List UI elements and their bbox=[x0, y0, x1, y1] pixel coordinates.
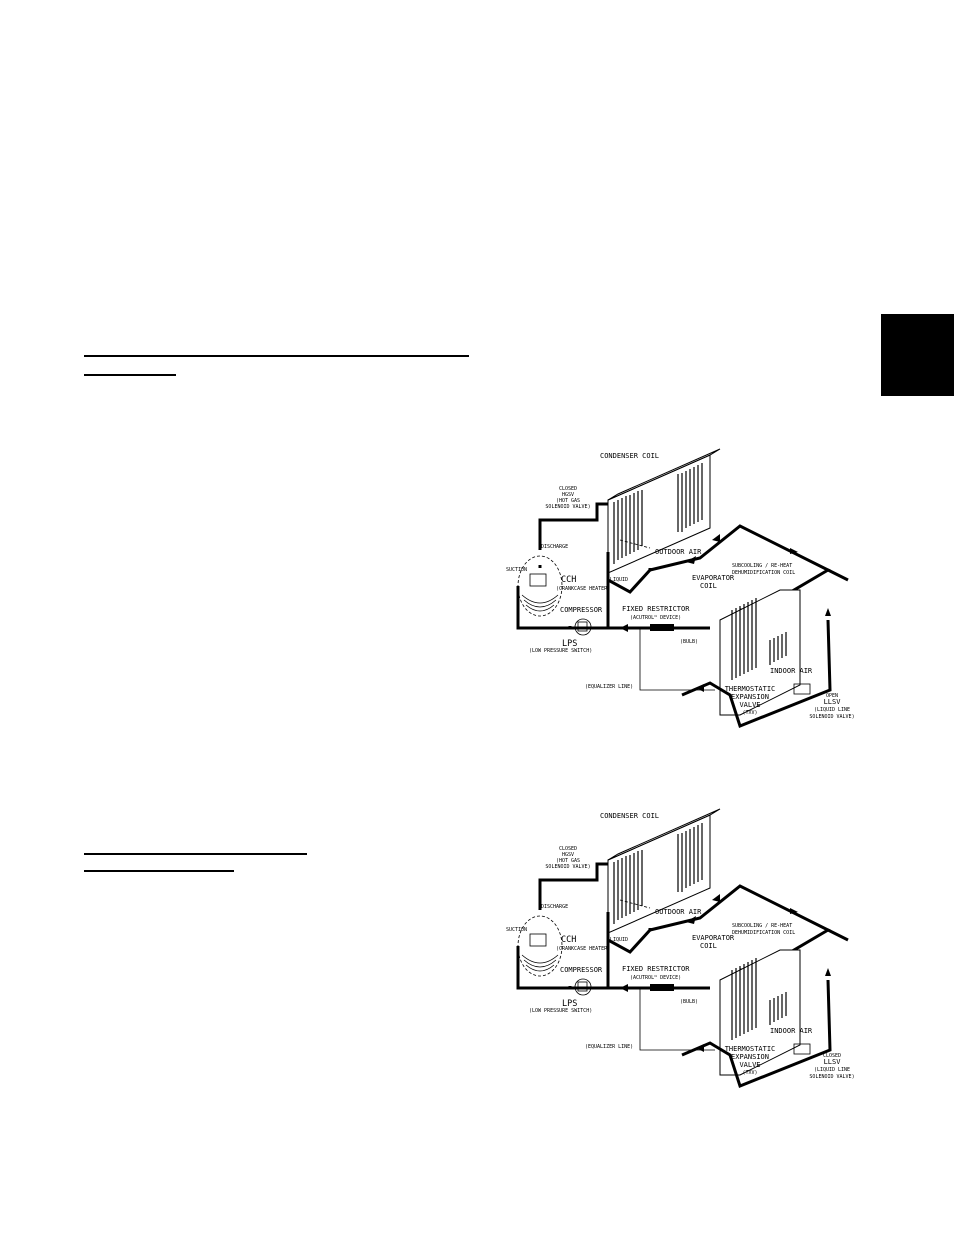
svg-text:(LIQUID LINE: (LIQUID LINE bbox=[814, 707, 850, 713]
condenser-coil-label: CONDENSER COIL bbox=[600, 452, 659, 460]
discharge-line bbox=[538, 502, 608, 568]
equalizer-label: (EQUALIZER LINE) bbox=[585, 1044, 633, 1050]
svg-text:VALVE: VALVE bbox=[739, 701, 760, 709]
cch-sub-label: (CRANKCASE HEATER) bbox=[556, 946, 610, 952]
indoor-air-label: INDOOR AIR bbox=[770, 667, 813, 675]
svg-text:CLOSED: CLOSED bbox=[559, 486, 577, 492]
svg-text:SOLENOID VALVE): SOLENOID VALVE) bbox=[809, 1074, 854, 1080]
flow-arrow bbox=[620, 984, 628, 992]
svg-text:SUBCOOLING / RE-HEAT: SUBCOOLING / RE-HEAT bbox=[732, 923, 792, 929]
cch-label: CCH bbox=[561, 575, 576, 585]
suction-label: SUCTION bbox=[506, 567, 527, 573]
svg-text:EXPANSION: EXPANSION bbox=[731, 693, 769, 701]
svg-text:THERMOSTATIC: THERMOSTATIC bbox=[725, 1045, 776, 1053]
svg-text:LLSV: LLSV bbox=[824, 698, 842, 706]
svg-text:COIL: COIL bbox=[700, 942, 717, 950]
svg-text:DEHUMIDIFICATION COIL: DEHUMIDIFICATION COIL bbox=[732, 570, 795, 576]
heading-rule-1a bbox=[84, 355, 469, 357]
txv-loop bbox=[681, 608, 832, 728]
compressor-label: COMPRESSOR bbox=[560, 966, 603, 974]
subcooling-label: SUBCOOLING / RE-HEAT DEHUMIDIFICATION CO… bbox=[732, 563, 795, 576]
evaporator-coil bbox=[719, 949, 801, 1076]
svg-text:OPEN: OPEN bbox=[826, 693, 838, 699]
heading-rule-2a bbox=[84, 853, 307, 855]
hgsv-label: CLOSED HGSV (HOT GAS SOLENOID VALVE) bbox=[545, 486, 590, 510]
fixed-restrictor-label: FIXED RESTRICTOR bbox=[622, 965, 690, 973]
refrigerant-diagram-1: CONDENSER COIL CLOSED HGSV (HOT GAS SOLE… bbox=[506, 448, 855, 728]
llsv-valve bbox=[793, 1043, 811, 1055]
evaporator-label: EVAPORATOR COIL bbox=[692, 934, 735, 950]
svg-text:DEHUMIDIFICATION COIL: DEHUMIDIFICATION COIL bbox=[732, 930, 795, 936]
svg-text:CLOSED: CLOSED bbox=[559, 846, 577, 852]
svg-text:COIL: COIL bbox=[700, 582, 717, 590]
txv-label: THERMOSTATIC EXPANSION VALVE (TXV) bbox=[725, 1045, 776, 1076]
outdoor-air-label: OUTDOOR AIR bbox=[655, 908, 702, 916]
equalizer-line bbox=[639, 628, 715, 691]
liquid-label: LIQUID bbox=[610, 937, 628, 943]
llsv-label: CLOSED LLSV (LIQUID LINE SOLENOID VALVE) bbox=[809, 1053, 854, 1080]
cch-sub-label: (CRANKCASE HEATER) bbox=[556, 586, 610, 592]
outdoor-air-arrow bbox=[619, 899, 651, 909]
flow-arrow bbox=[620, 624, 628, 632]
lps-label: LPS bbox=[562, 639, 577, 649]
fixed-restrictor-label: FIXED RESTRICTOR bbox=[622, 605, 690, 613]
svg-text:(HOT GAS: (HOT GAS bbox=[556, 858, 580, 864]
svg-text:(HOT GAS: (HOT GAS bbox=[556, 498, 580, 504]
svg-text:SUBCOOLING / RE-HEAT: SUBCOOLING / RE-HEAT bbox=[732, 563, 792, 569]
txv-label: THERMOSTATIC EXPANSION VALVE (TXV) bbox=[725, 685, 776, 716]
section-tab bbox=[881, 314, 954, 396]
fixed-restrictor bbox=[650, 624, 674, 631]
refrigerant-diagram-2: CONDENSER COIL CLOSED HGSV (HOT GAS SOLE… bbox=[506, 808, 855, 1088]
svg-text:SOLENOID VALVE): SOLENOID VALVE) bbox=[809, 714, 854, 720]
equalizer-line bbox=[639, 988, 715, 1051]
svg-text:VALVE: VALVE bbox=[739, 1061, 760, 1069]
outdoor-air-arrow bbox=[619, 539, 651, 549]
outdoor-air-label: OUTDOOR AIR bbox=[655, 548, 702, 556]
llsv-label: OPEN LLSV (LIQUID LINE SOLENOID VALVE) bbox=[809, 693, 854, 720]
evaporator-coil bbox=[719, 589, 801, 716]
svg-text:(LIQUID LINE: (LIQUID LINE bbox=[814, 1067, 850, 1073]
evaporator-label: EVAPORATOR COIL bbox=[692, 574, 735, 590]
condenser-coil bbox=[607, 448, 721, 574]
lps-sub-label: (LOW PRESSURE SWITCH) bbox=[529, 1008, 592, 1014]
svg-text:(TXV): (TXV) bbox=[742, 1070, 757, 1076]
heading-rule-1b bbox=[84, 374, 176, 376]
svg-text:EXPANSION: EXPANSION bbox=[731, 1053, 769, 1061]
lps-label: LPS bbox=[562, 999, 577, 1009]
indoor-air-label: INDOOR AIR bbox=[770, 1027, 813, 1035]
heading-rule-2b bbox=[84, 870, 234, 872]
bulb-label: (BULB) bbox=[680, 999, 698, 1005]
discharge-label: DISCHARGE bbox=[541, 904, 568, 910]
discharge-line bbox=[538, 862, 608, 910]
cch-label: CCH bbox=[561, 935, 576, 945]
subcooling-label: SUBCOOLING / RE-HEAT DEHUMIDIFICATION CO… bbox=[732, 923, 795, 936]
lps-sub-label: (LOW PRESSURE SWITCH) bbox=[529, 648, 592, 654]
svg-text:HGSV: HGSV bbox=[562, 492, 574, 498]
svg-text:CLOSED: CLOSED bbox=[823, 1053, 841, 1059]
txv-loop bbox=[681, 968, 832, 1088]
compressor-label: COMPRESSOR bbox=[560, 606, 603, 614]
hgsv-label: CLOSED HGSV (HOT GAS SOLENOID VALVE) bbox=[545, 846, 590, 870]
svg-text:EVAPORATOR: EVAPORATOR bbox=[692, 574, 735, 582]
svg-text:SOLENOID VALVE): SOLENOID VALVE) bbox=[545, 504, 590, 510]
svg-text:(TXV): (TXV) bbox=[742, 710, 757, 716]
discharge-label: DISCHARGE bbox=[541, 544, 568, 550]
bulb-label: (BULB) bbox=[680, 639, 698, 645]
liquid-label: LIQUID bbox=[610, 577, 628, 583]
fixed-restrictor bbox=[650, 984, 674, 991]
llsv-valve bbox=[793, 683, 811, 695]
svg-text:EVAPORATOR: EVAPORATOR bbox=[692, 934, 735, 942]
acutrol-label: (ACUTROL™ DEVICE) bbox=[630, 975, 681, 981]
svg-text:LLSV: LLSV bbox=[824, 1058, 842, 1066]
acutrol-label: (ACUTROL™ DEVICE) bbox=[630, 615, 681, 621]
condenser-coil-label: CONDENSER COIL bbox=[600, 812, 659, 820]
svg-text:THERMOSTATIC: THERMOSTATIC bbox=[725, 685, 776, 693]
equalizer-label: (EQUALIZER LINE) bbox=[585, 684, 633, 690]
svg-text:SOLENOID VALVE): SOLENOID VALVE) bbox=[545, 864, 590, 870]
suction-label: SUCTION bbox=[506, 927, 527, 933]
svg-text:HGSV: HGSV bbox=[562, 852, 574, 858]
condenser-coil bbox=[607, 808, 721, 934]
